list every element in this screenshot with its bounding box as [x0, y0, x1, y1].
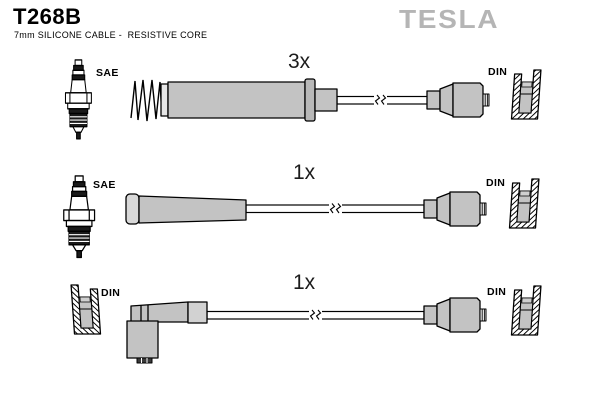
page-title: T268B [13, 4, 82, 29]
row1-din-label: DIN [488, 66, 508, 78]
cable-break-icon [373, 93, 388, 108]
row3-quantity-label: 1x [293, 271, 316, 294]
cable-break-icon [308, 308, 323, 323]
row3-cable-assembly [70, 284, 542, 364]
din-socket-icon [70, 284, 102, 335]
coil-spring-icon [130, 79, 163, 122]
spark-plug-icon [63, 175, 96, 259]
row3-right-din-label: DIN [487, 286, 507, 298]
elbow-boot [126, 301, 208, 364]
din-socket-icon [508, 178, 540, 229]
row1-cable-assembly [64, 59, 542, 140]
spark-plug-icon [64, 59, 93, 140]
distributor-connector [426, 82, 490, 118]
cable-spec-subtitle: 7mm SILICONE CABLE - RESISTIVE CORE [14, 30, 208, 40]
distributor-connector [423, 191, 487, 227]
din-socket-icon [510, 285, 542, 336]
row1-sae-label: SAE [96, 67, 119, 79]
din-socket-icon [510, 69, 542, 120]
distributor-connector [423, 297, 487, 333]
row3-left-din-label: DIN [101, 287, 121, 299]
row2-sae-label: SAE [93, 179, 116, 191]
straight-boot [160, 78, 338, 122]
row1-quantity-label: 3x [288, 50, 311, 73]
brand-logo: TESLA [399, 4, 500, 34]
row2-cable-assembly [63, 175, 540, 259]
long-taper-boot [125, 193, 247, 225]
row2-din-label: DIN [486, 177, 506, 189]
row2-quantity-label: 1x [293, 161, 316, 184]
cable-break-icon [328, 201, 343, 217]
